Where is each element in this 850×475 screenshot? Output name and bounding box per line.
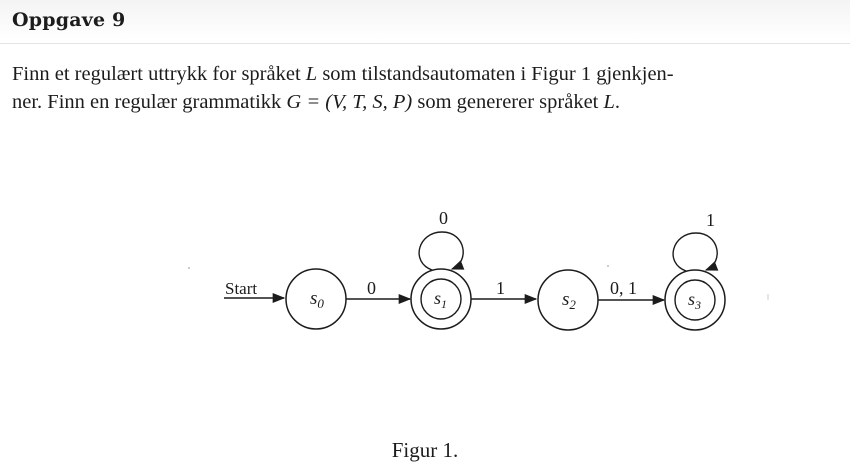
state-s3: s3 (664, 269, 726, 331)
state-s1: s1 (410, 268, 472, 330)
grammar-tuple: G = (V, T, S, P) (286, 91, 413, 113)
state-label: s0 (310, 288, 324, 311)
exercise-text-line-2: ner. Finn en regulær grammatikk G = (V, … (12, 88, 838, 116)
loop-label-s1: 0 (439, 208, 448, 228)
language-symbol: L (603, 91, 615, 113)
loop-s3 (672, 232, 719, 272)
start-label: Start (225, 279, 257, 298)
loop-s1 (418, 231, 465, 271)
text-segment: . (614, 91, 621, 113)
state-label: s3 (688, 289, 701, 312)
header-band (0, 0, 850, 40)
transition-label-s1-s2: 1 (496, 278, 505, 298)
transition-label-s0-s1: 0 (367, 278, 376, 298)
text-segment: Finn et regulært uttrykk for språket (12, 63, 306, 85)
state-label: s2 (562, 289, 576, 312)
figure-caption: Figur 1. (391, 438, 459, 462)
transition-label-s2-s3: 0, 1 (610, 278, 637, 298)
exercise-title: Oppgave 9 (12, 9, 126, 31)
exercise-text: Finn et regulært uttrykk for språket L s… (12, 60, 838, 116)
state-label: s1 (434, 288, 447, 311)
text-segment: som genererer språket (412, 91, 604, 113)
text-segment: som tilstandsautomaten i Figur 1 gjenkje… (317, 63, 674, 85)
language-symbol: L (305, 63, 318, 85)
loop-label-s3: 1 (706, 210, 715, 230)
scan-speck (607, 265, 609, 267)
state-s2: s2 (537, 269, 599, 331)
header-divider (0, 43, 850, 44)
state-s0: s0 (285, 268, 347, 330)
exercise-text-line-1: Finn et regulært uttrykk for språket L s… (12, 60, 838, 88)
scan-speck (188, 267, 190, 269)
text-segment: ner. Finn en regulær grammatikk (12, 91, 287, 113)
